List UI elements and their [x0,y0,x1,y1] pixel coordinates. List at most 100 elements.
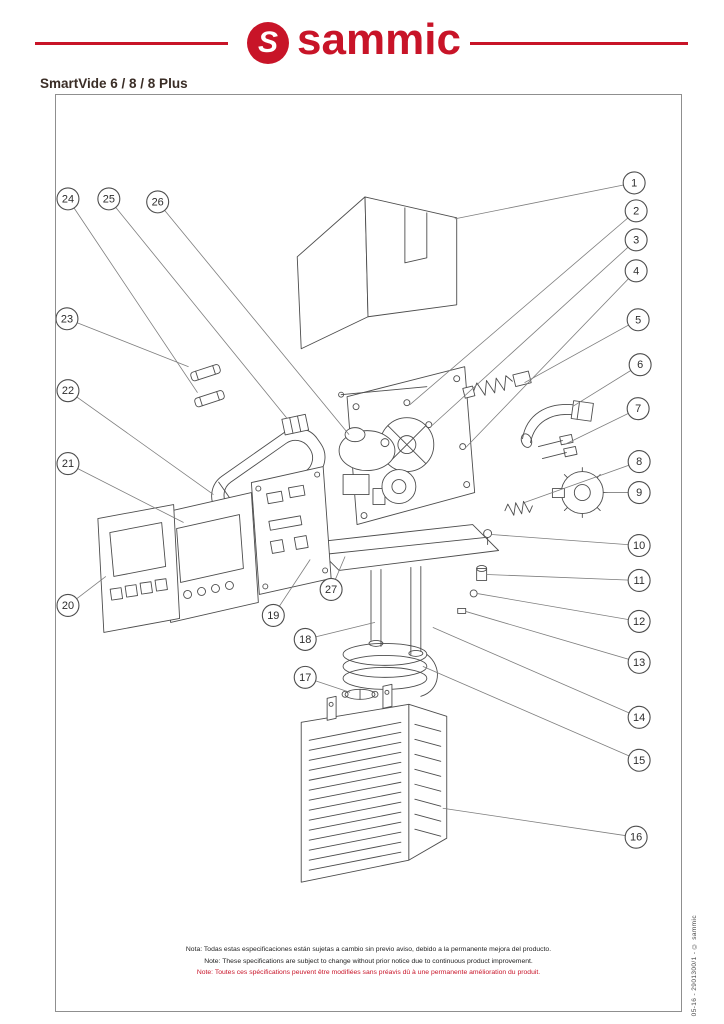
svg-text:7: 7 [635,403,641,415]
part-back-panel [346,366,476,525]
svg-text:12: 12 [633,616,645,628]
brand-logo: S sammic [238,18,470,68]
svg-text:18: 18 [299,634,311,646]
doc-code-vertical: 05-16 - 2901300/1 - © sammic [691,914,698,1016]
part-mounting-plate [310,524,500,571]
part-front-frame [97,504,181,633]
leader-line-12 [476,593,640,622]
callout-16: 16 [624,825,648,849]
footer-notes: Nota: Todas estas especificaciones están… [56,944,681,978]
part-cables [538,434,578,460]
leader-line-21 [67,463,184,523]
leader-line-16 [442,807,637,838]
note-english: Note: These specifications are subject t… [204,957,533,965]
part-knob-spring [504,500,533,516]
leader-lines [66,182,641,838]
callout-1: 1 [622,171,646,195]
callout-10: 10 [627,533,651,558]
svg-text:25: 25 [103,193,115,205]
callout-8: 8 [627,450,651,474]
callout-2: 2 [624,199,648,223]
part-spring-connector [462,370,532,399]
leader-line-4 [464,270,637,449]
callout-5: 5 [626,308,650,332]
part-connector [281,413,310,436]
callout-20: 20 [56,593,80,617]
part-clamp [341,688,379,700]
callout-27: 27 [319,577,343,601]
part-pcb [250,466,332,595]
svg-text:14: 14 [633,712,645,724]
callout-15: 15 [627,748,651,772]
leader-line-24 [67,198,198,393]
part-top-cover [296,196,458,350]
leader-line-26 [157,201,350,435]
callout-18: 18 [293,627,317,651]
callout-26: 26 [146,190,170,214]
svg-text:24: 24 [62,193,74,205]
svg-text:4: 4 [633,265,639,277]
leader-line-23 [66,318,189,368]
note-french: Note: Toutes ces spécifications peuvent … [196,968,541,976]
callout-19: 19 [261,603,285,627]
callout-14: 14 [627,705,651,729]
svg-text:27: 27 [325,584,337,596]
leader-line-13 [465,611,640,663]
callout-4: 4 [624,259,648,283]
callout-17: 17 [293,665,317,689]
callout-11: 11 [627,568,651,593]
part-knob [551,467,608,518]
svg-text:20: 20 [62,600,74,612]
svg-text:3: 3 [633,234,639,246]
callout-3: 3 [624,228,648,252]
svg-text:21: 21 [62,458,74,470]
callout-7: 7 [626,397,650,421]
svg-text:26: 26 [152,196,164,208]
brand-name: sammic [297,15,461,64]
leader-line-2 [409,210,637,405]
part-fuses [190,364,225,408]
part-hose-elbow [520,400,594,448]
page-title: SmartVide 6 / 8 / 8 Plus [40,76,188,91]
leader-line-3 [430,239,637,427]
leader-line-1 [454,182,635,220]
svg-text:13: 13 [633,657,645,669]
leader-line-14 [432,627,640,718]
svg-text:6: 6 [637,359,643,371]
leader-line-5 [524,319,639,384]
part-screws [338,386,467,451]
exploded-diagram: 1234567891011121314151617181920212223242… [56,171,652,883]
svg-text:10: 10 [633,540,645,552]
brand-logo-icon: S [247,22,290,64]
leader-line-8 [524,461,640,503]
leader-line-22 [67,390,214,495]
callout-9: 9 [627,481,651,505]
svg-text:22: 22 [62,385,74,397]
callout-22: 22 [56,379,80,403]
callout-21: 21 [56,452,80,476]
callout-24: 24 [56,187,80,211]
leader-line-7 [564,408,639,445]
svg-text:1: 1 [631,177,637,189]
header-rule-right [470,42,688,45]
svg-text:15: 15 [633,755,645,767]
note-spanish: Nota: Todas estas especificaciones están… [185,946,552,954]
svg-text:23: 23 [61,313,73,325]
callout-23: 23 [56,307,79,331]
svg-text:9: 9 [636,487,642,499]
part-motor-assembly [338,427,417,505]
leader-line-15 [422,666,640,761]
leader-line-18 [305,622,376,640]
svg-text:19: 19 [267,610,279,622]
leader-line-25 [108,198,288,419]
leader-line-6 [572,364,641,407]
svg-text:16: 16 [630,832,642,844]
part-pump-shaft [368,566,424,657]
leader-line-10 [491,534,640,546]
part-grill-housing [300,683,448,883]
callout-25: 25 [97,187,121,211]
svg-text:5: 5 [635,314,641,326]
